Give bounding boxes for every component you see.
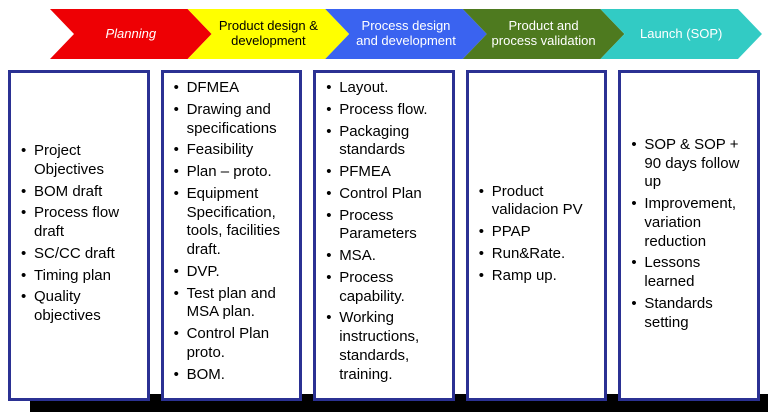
phase-arrow-planning: Planning [50,9,212,59]
phase-item-list: Project ObjectivesBOM draftProcess flow … [13,142,145,329]
list-item: Working instructions, standards, trainin… [324,309,446,384]
list-item: Feasibility [172,141,294,160]
list-item: DVP. [172,263,294,282]
phase-item-list: SOP & SOP + 90 days follow upImprovement… [623,136,755,336]
list-item: MSA. [324,247,446,266]
list-item: Process capability. [324,269,446,307]
list-item: Lessons learned [629,254,751,292]
list-item: Control Plan [324,185,446,204]
phase-arrow-label: Launch (SOP) [639,25,723,41]
list-item: Control Plan proto. [172,325,294,363]
phase-arrow-label: Process design and development [356,18,456,48]
list-item: Product validacion PV [477,183,599,221]
phase-columns: Project ObjectivesBOM draftProcess flow … [8,70,760,401]
list-item: Project Objectives [19,142,141,180]
phase-column-launch: SOP & SOP + 90 days follow upImprovement… [618,70,760,401]
list-item: Run&Rate. [477,245,599,264]
list-item: Packaging standards [324,123,446,161]
phase-arrow-label: Product design & development [218,18,318,48]
phase-column-planning: Project ObjectivesBOM draftProcess flow … [8,70,150,401]
list-item: SOP & SOP + 90 days follow up [629,136,751,192]
phase-item-list: Product validacion PV PPAP Run&Rate. Ramp u… [471,183,603,289]
list-item: PPAP [477,223,599,242]
list-item: Ramp up. [477,267,599,286]
phase-column-product-design: DFMEA Drawing and specificationsFeasibili… [160,70,303,401]
list-item: Process flow draft [19,204,141,242]
phase-item-list: Layout. Process flow. Packaging standardsP… [318,79,450,387]
list-item: PFMEA [324,163,446,182]
list-item: Timing plan [19,267,141,286]
list-item: Equipment Specification, tools, faciliti… [172,185,294,260]
list-item: Layout. [324,79,446,98]
list-item: Drawing and specifications [172,101,294,139]
phase-arrow-product-design: Product design & development [188,9,350,59]
list-item: BOM. [172,366,294,385]
list-item: SC/CC draft [19,245,141,264]
list-item: Quality objectives [19,288,141,326]
phase-arrow-process-design: Process design and development [325,9,487,59]
list-item: Test plan and MSA plan. [172,285,294,323]
phase-arrow-validation: Product and process validation [463,9,625,59]
phase-arrow-label: Planning [105,25,157,41]
list-item: Plan – proto. [172,163,294,182]
phase-arrow-row: Planning Product design & development Pr… [50,9,762,59]
phase-item-list: DFMEA Drawing and specificationsFeasibili… [166,79,298,387]
list-item: Improvement, variation reduction [629,195,751,251]
list-item: Process flow. [324,101,446,120]
phase-column-validation: Product validacion PV PPAP Run&Rate. Ramp u… [465,70,608,401]
list-item: Standards setting [629,295,751,333]
list-item: DFMEA [172,79,294,98]
list-item: BOM draft [19,183,141,202]
list-item: Process Parameters [324,207,446,245]
phase-arrow-label: Product and process validation [491,18,596,48]
phase-arrow-launch: Launch (SOP) [600,9,762,59]
phase-column-process-design: Layout. Process flow. Packaging standardsP… [313,70,455,401]
